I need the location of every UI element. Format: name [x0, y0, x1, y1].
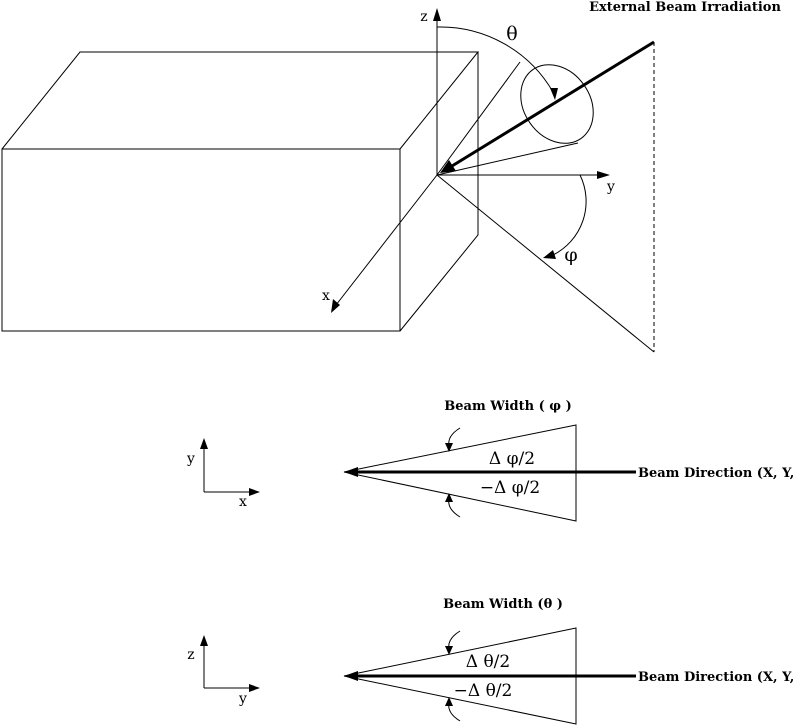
theta-upper-label: Δ θ/2 — [466, 652, 510, 672]
y-axis: y — [437, 171, 615, 195]
z-axis: z — [420, 8, 441, 175]
theta-panel-axis-z-label: z — [187, 647, 194, 663]
phi-lower-marker-arrowhead — [445, 493, 453, 502]
phi-panel-title: Beam Width ( φ ) — [444, 399, 571, 414]
theta-lower-marker-arrowhead — [445, 697, 453, 706]
x-axis-label: x — [322, 288, 330, 304]
phi-panel-vertical-arrowhead — [200, 438, 208, 449]
theta-beam-direction-label: Beam Direction (X, Y, Z) — [638, 670, 798, 685]
phi-label: φ — [564, 244, 577, 266]
box-top-face — [1, 51, 480, 150]
phi-upper-marker-arrowhead — [445, 443, 453, 452]
diagram-title: External Beam Irradiation — [589, 0, 781, 15]
beam-cone-edge-lower — [436, 142, 579, 176]
theta-panel-title: Beam Width (θ ) — [443, 597, 563, 612]
x-axis: x — [322, 174, 438, 313]
theta-angle: θ — [436, 23, 558, 100]
theta-upper-marker-arrowhead — [445, 646, 453, 655]
theta-label: θ — [506, 23, 517, 45]
theta-arrowhead — [550, 88, 558, 100]
theta-panel-vertical-arrowhead — [200, 635, 208, 646]
phi-angle: φ — [543, 174, 587, 266]
phi-panel-axis-x-label: x — [239, 494, 247, 510]
box-side-face — [399, 52, 479, 332]
beam-cone — [436, 61, 594, 176]
beam-direction-arrow — [440, 40, 655, 173]
phi-arrowhead — [543, 250, 556, 259]
phi-upper-label: Δ φ/2 — [489, 449, 535, 469]
y-axis-label: y — [606, 179, 615, 195]
beam-projection — [436, 42, 655, 353]
beam-arrowhead — [440, 160, 456, 173]
phi-beam-direction-label: Beam Direction (X, Y, Z) — [638, 466, 798, 481]
theta-panel-horizontal-arrowhead — [249, 684, 260, 692]
z-axis-label: z — [420, 9, 427, 25]
phi-panel: Beam Width ( φ ) y x Δ φ/2 −Δ φ/2 Beam D… — [186, 399, 798, 522]
z-axis-arrowhead — [433, 8, 441, 21]
box-solid — [1, 51, 480, 332]
phi-panel-axis-y-label: y — [186, 451, 195, 467]
x-axis-arrowhead — [331, 299, 340, 313]
phi-lower-label: −Δ φ/2 — [480, 478, 540, 498]
theta-panel-axis-y-label: y — [238, 691, 247, 707]
beam-cone-ellipse — [520, 64, 594, 144]
y-axis-arrowhead — [597, 171, 610, 179]
phi-beam-arrowhead — [344, 467, 358, 477]
theta-lower-label: −Δ θ/2 — [454, 681, 513, 701]
box-front-face — [1, 148, 401, 332]
beam-cone-edge-upper — [436, 61, 521, 176]
projection-ground-line — [436, 174, 655, 353]
phi-panel-horizontal-arrowhead — [249, 488, 260, 496]
theta-beam-arrowhead — [344, 671, 358, 681]
theta-panel: Beam Width (θ ) z y Δ θ/2 −Δ θ/2 Beam Di… — [187, 597, 798, 725]
